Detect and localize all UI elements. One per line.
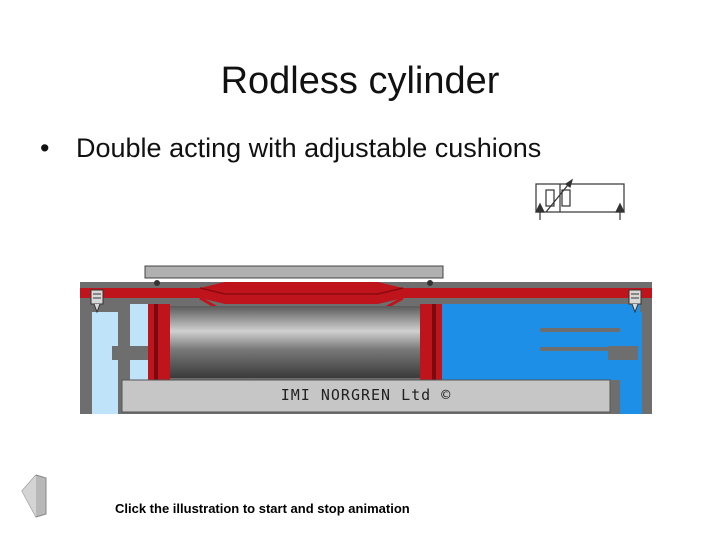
right-endcap-port bbox=[620, 312, 642, 414]
animation-caption: Click the illustration to start and stop… bbox=[115, 501, 410, 516]
base-profile bbox=[121, 379, 611, 413]
manufacturer-label: IMI NORGREN Ltd © bbox=[280, 386, 452, 404]
carriage-plate bbox=[144, 265, 444, 279]
left-exhaust-chamber bbox=[130, 304, 150, 380]
right-piston-seal bbox=[420, 304, 442, 380]
sealing-band bbox=[80, 282, 652, 304]
piston bbox=[160, 306, 430, 378]
right-cushion-screw-icon[interactable] bbox=[628, 289, 642, 314]
left-endcap-port bbox=[92, 312, 118, 414]
rodless-cylinder-illustration[interactable] bbox=[80, 265, 652, 414]
bullet-text: Double acting with adjustable cushions bbox=[76, 133, 542, 163]
left-piston-seal bbox=[148, 304, 170, 380]
bullet-point: • Double acting with adjustable cushions bbox=[40, 133, 541, 164]
slide-title: Rodless cylinder bbox=[220, 60, 500, 102]
cylinder-valve-symbol-icon bbox=[535, 178, 625, 220]
back-arrow-icon[interactable] bbox=[21, 474, 47, 518]
bullet-dot: • bbox=[40, 133, 50, 163]
left-cushion-screw-icon[interactable] bbox=[90, 289, 104, 314]
right-pressure-chamber bbox=[438, 304, 640, 380]
